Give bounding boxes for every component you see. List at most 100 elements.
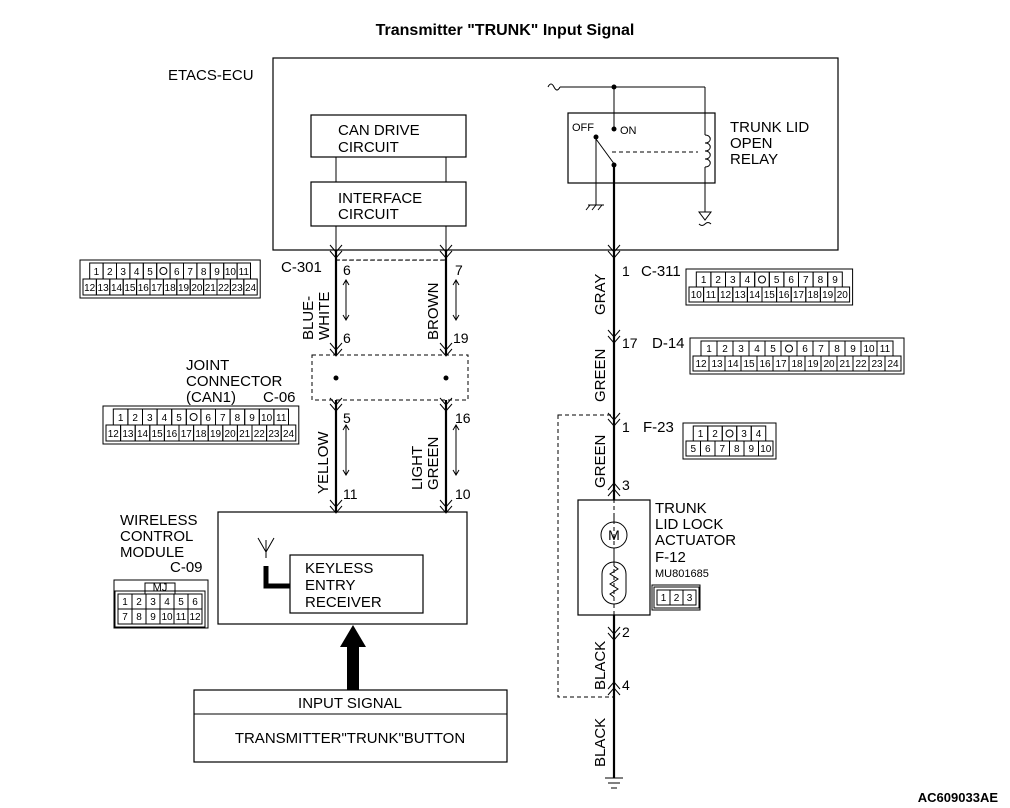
connector-pin-number: 10 [691,290,703,301]
svg-text:WIRELESS: WIRELESS [120,512,198,529]
interface-circuit: INTERFACE CIRCUIT [310,181,467,227]
wireless-control-module: WIRELESS CONTROL MODULE C-09 KEYLESS ENT… [120,511,468,625]
connector-pin-number: 5 [178,597,184,608]
connector-pin-number: 1 [706,344,712,355]
connector-pin-number: 23 [268,429,280,440]
trunk-lid-lock-actuator: M TRUNK LID LOCK ACTUATOR F-12 MU801685 [577,499,736,616]
connector-pin-cell [187,608,203,625]
connector-pin-number: 13 [735,290,747,301]
wire-light-green-2: GREEN [425,437,442,490]
connector-pin-number: 6 [802,344,808,355]
connector-pin-number: 14 [111,283,123,294]
relay-coil-icon [704,134,711,168]
connector-pin-number: 15 [152,429,164,440]
connector-pin-number: 1 [701,275,707,286]
f12-id: F-12 [655,549,686,566]
connector-pin-cell [280,424,297,442]
wire-gray: GRAY [592,274,609,315]
svg-text:INTERFACE: INTERFACE [338,190,422,207]
svg-text:CIRCUIT: CIRCUIT [338,139,399,156]
connector-pin-number: 17 [775,359,787,370]
pin-gnd: 4 [622,677,630,693]
antenna-icon [257,537,275,558]
connector-key-icon [159,267,168,275]
connector-pin-number: 2 [715,275,721,286]
svg-text:JOINT: JOINT [186,357,229,374]
connector-pin-number: 14 [137,429,149,440]
connector-pin-number: 9 [150,612,156,623]
svg-text:(CAN1): (CAN1) [186,389,236,406]
input-arrow-icon [340,625,366,690]
connector-pin-number: 3 [730,275,736,286]
connector-pin-number: 3 [120,267,126,278]
connector-pin-number: 20 [225,429,237,440]
connector-pin-number: 10 [863,344,875,355]
c311-id: C-311 [641,263,681,280]
svg-text:ENTRY: ENTRY [305,577,356,594]
connector-pin-number: 2 [712,429,718,440]
pin-gray-top: 1 [622,263,630,279]
pin-bw-top: 6 [343,262,351,278]
connector-pin-number: 14 [749,290,761,301]
connector-pin-cell [884,355,902,372]
svg-text:MODULE: MODULE [120,544,184,561]
connector-pin-number: 7 [803,275,809,286]
connector-pin-number: 24 [887,359,899,370]
connector-pin-cell [682,589,697,606]
connector-pin-number: 8 [201,267,207,278]
connector-pin-number: 4 [164,597,170,608]
pin-br-top: 7 [455,262,463,278]
connector-pin-number: 23 [871,359,883,370]
connector-pin-number: 6 [205,413,211,424]
pin-f23: 1 [622,419,630,435]
connector-pin-number: 7 [818,344,824,355]
connector-pin-number: 2 [674,593,680,604]
connector-pin-number: 21 [839,359,851,370]
connector-pin-number: 1 [94,267,100,278]
d14-id: D-14 [652,335,685,352]
figure-code: AC609033AE [918,790,999,805]
connector-key-icon [758,275,766,284]
connector-pin-number: 21 [239,429,251,440]
keyless-entry-receiver: KEYLESS ENTRY RECEIVER [289,554,424,614]
connector-pin-number: 1 [661,593,667,604]
pin-lg-bot: 10 [455,486,471,502]
wire-black-1: BLACK [592,641,609,690]
connector-pin-number: 11 [239,267,250,278]
connector-pin-number: 3 [150,597,156,608]
connector-pin-number: 17 [793,290,805,301]
connector-pin-number: 6 [174,267,180,278]
etacs-ecu: ETACS-ECU CAN DRIVE CIRCUIT INTERFACE CI… [168,57,839,251]
input-signal-header: INPUT SIGNAL [298,695,402,712]
svg-text:RECEIVER: RECEIVER [305,594,382,611]
connector-pin-number: 18 [791,359,803,370]
svg-text:OPEN: OPEN [730,135,773,152]
connector-pin-number: 13 [98,283,110,294]
connector-pin-number: 2 [107,267,113,278]
pin-br-bot: 19 [453,330,469,346]
connector-pin-number: 8 [235,413,241,424]
connector-pin-cell [780,340,798,357]
connector-pin-number: 20 [837,290,849,301]
connector-pin-number: 20 [191,283,203,294]
connector-pin-number: 7 [187,267,193,278]
svg-text:CONTROL: CONTROL [120,528,193,545]
c09-id: C-09 [170,559,203,576]
connector-pin-number: 2 [136,597,142,608]
pin-act-top: 3 [622,477,630,493]
connector-pin-number: 19 [178,283,190,294]
connector-frame [79,259,261,299]
connector-pin-number: 12 [695,359,707,370]
connector-pin-number: 19 [822,290,834,301]
wire-yellow: YELLOW [315,431,332,494]
connector-pin-number: 10 [760,444,772,455]
wire-brown: BROWN [425,283,442,341]
connector-pin-number: 16 [759,359,771,370]
connector-pin-number: 5 [774,275,780,286]
connector-pin-number: 4 [745,275,751,286]
f12-part-no: MU801685 [655,568,709,580]
connector-pin-number: 4 [756,429,762,440]
connector-pin-number: 8 [818,275,824,286]
connector-pin-cell [754,271,770,288]
